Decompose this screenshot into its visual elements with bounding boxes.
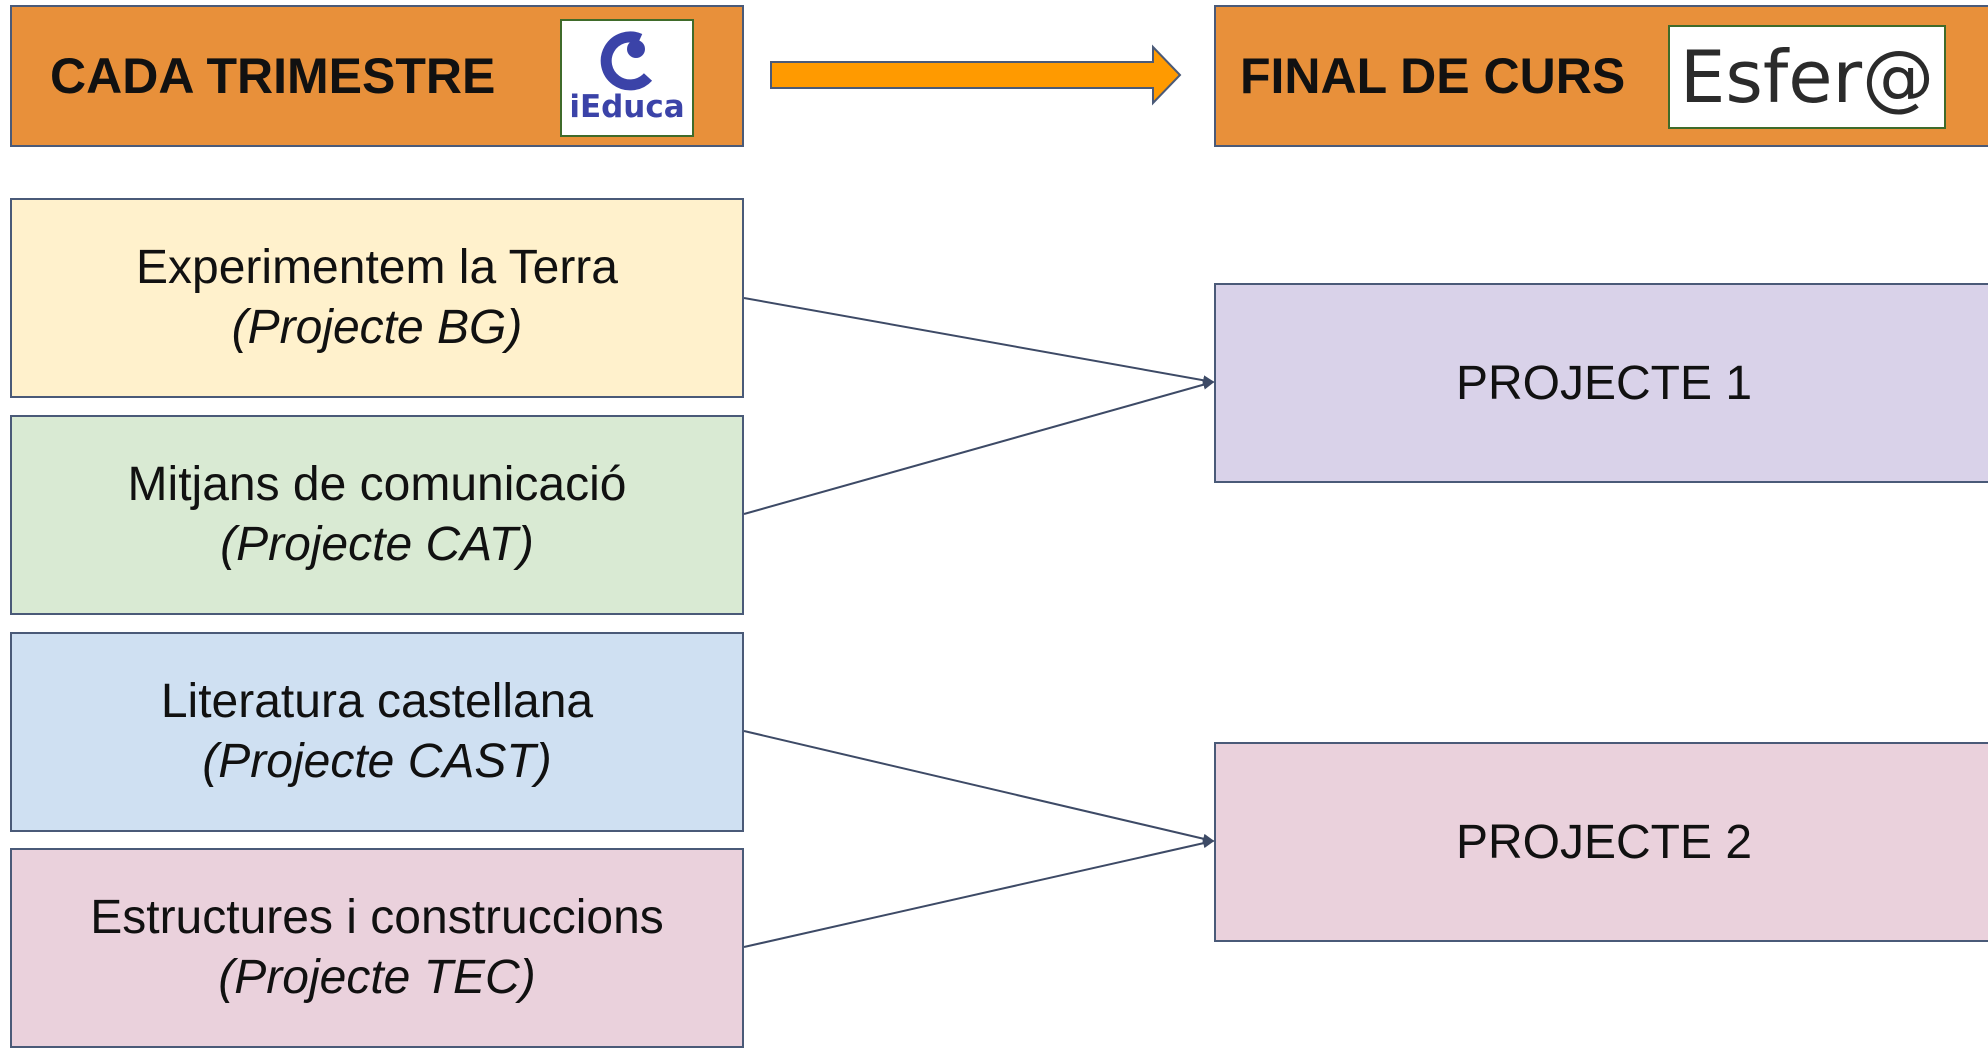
project-label: PROJECTE 1: [1455, 356, 1753, 410]
subject-title: Literatura castellana: [160, 675, 594, 728]
header-right-title: FINAL DE CURS: [1240, 48, 1626, 104]
header-final-de-curs: FINAL DE CURS Esfer@: [1214, 5, 1988, 147]
connector-bg-to-projecte-1: [743, 297, 1215, 386]
project-box-1: PROJECTE 1: [1214, 283, 1988, 483]
subject-subtitle: (Projecte BG): [231, 301, 523, 354]
subject-box-cast: Literatura castellana (Projecte CAST): [10, 632, 744, 832]
connector-cast-to-projecte-2: [743, 730, 1215, 844]
subject-title: Experimentem la Terra: [136, 241, 618, 294]
header-left-title: CADA TRIMESTRE: [50, 48, 496, 104]
ieduca-logo: iEduca: [560, 19, 694, 137]
ieduca-swirl-icon: [600, 31, 653, 91]
subject-subtitle: (Projecte TEC): [218, 951, 536, 1004]
header-cada-trimestre: CADA TRIMESTRE iEduca: [10, 5, 744, 147]
ieduca-logo-text: iEduca: [569, 89, 685, 125]
subject-title: Mitjans de comunicació: [127, 458, 627, 511]
subject-title: Estructures i construccions: [90, 891, 664, 944]
connector-tec-to-projecte-2: [743, 838, 1215, 948]
subject-subtitle: (Projecte CAST): [202, 735, 552, 788]
transition-arrow-icon: [770, 44, 1182, 106]
project-label: PROJECTE 2: [1455, 815, 1753, 869]
esfera-logo-text: Esfer@: [1679, 35, 1935, 119]
subject-box-tec: Estructures i construccions (Projecte TE…: [10, 848, 744, 1048]
esfera-logo: Esfer@: [1668, 25, 1946, 129]
subject-box-cat: Mitjans de comunicació (Projecte CAT): [10, 415, 744, 615]
subject-subtitle: (Projecte CAT): [220, 518, 534, 571]
project-box-2: PROJECTE 2: [1214, 742, 1988, 942]
subject-box-bg: Experimentem la Terra (Projecte BG): [10, 198, 744, 398]
connector-cat-to-projecte-1: [743, 379, 1215, 515]
